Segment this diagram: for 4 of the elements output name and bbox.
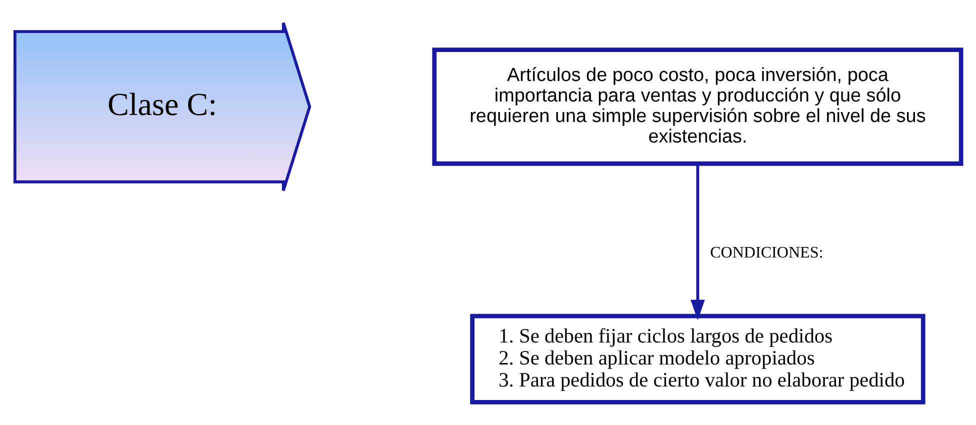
arrow — [690, 164, 705, 320]
edge-label: CONDICIONES: — [710, 244, 824, 262]
node-box: 1. Se deben fijar ciclos largos de pedidos 2. Se deben aplicar modelo apropiados 3. Para pedidos de cierto valor no elaborar pedido — [470, 314, 926, 404]
node-box: Artículos de poco costo, poca inversión, poca importancia para ventas y producción y que sólo requieren una simple supervisión sobre el nivel de sus existencias. — [432, 48, 964, 166]
